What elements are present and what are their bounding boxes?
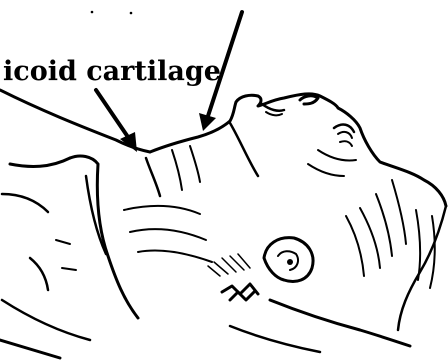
shoulder-outline bbox=[0, 158, 410, 358]
arrow-to-cricoid bbox=[96, 90, 137, 152]
cricoid-cartilage-label: icoid cartilage bbox=[3, 56, 221, 87]
hair-strokes bbox=[346, 180, 446, 330]
head-outline bbox=[150, 94, 446, 206]
ear-outline bbox=[264, 238, 313, 282]
speck-marks bbox=[91, 11, 133, 15]
